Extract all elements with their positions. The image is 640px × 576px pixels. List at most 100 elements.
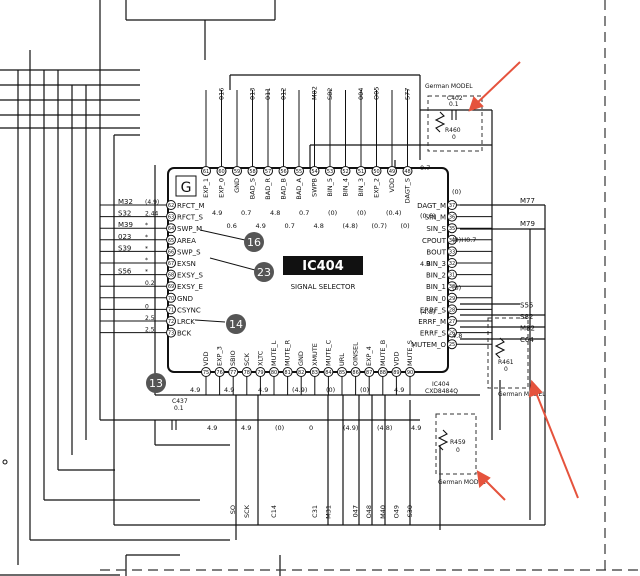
left-pin-net: M39 bbox=[118, 221, 133, 229]
right-pin-pad bbox=[447, 211, 457, 222]
bottom-pin-name: MUTE_C bbox=[324, 339, 332, 366]
top-voltage: (0) bbox=[357, 209, 366, 217]
top-pin-number: 50 bbox=[373, 169, 379, 175]
top-pin-pad bbox=[387, 166, 397, 176]
bottom-pin-pad bbox=[391, 367, 402, 377]
right-pin-number: 32 bbox=[449, 261, 455, 267]
right-pin-number: 37 bbox=[449, 203, 455, 209]
bottom-voltage: 4.9 bbox=[207, 424, 217, 432]
bottom-pin-name: MUTE_L bbox=[270, 340, 278, 366]
top-voltage: 0.7 bbox=[299, 209, 309, 217]
right-pin-pad bbox=[447, 292, 457, 303]
left-pin-voltage: 0.2 bbox=[145, 280, 155, 287]
top-pin-number: 55 bbox=[296, 169, 302, 175]
r461-ref: R461 bbox=[498, 359, 514, 366]
top-pin-pad bbox=[402, 166, 413, 176]
left-pin-pad bbox=[166, 292, 176, 303]
right-voltage: (0) bbox=[452, 188, 461, 196]
top-pin-number: 48 bbox=[404, 169, 410, 175]
top-pin-pad bbox=[201, 166, 211, 176]
top-pin-pad bbox=[247, 166, 258, 176]
chip-title: SIGNAL SELECTOR bbox=[291, 283, 356, 291]
bottom-pin-pad bbox=[296, 367, 307, 377]
top-pin-name: BAD_R bbox=[264, 178, 272, 200]
left-pin-name: SWP_S bbox=[177, 248, 201, 256]
left-pin-name: SWP_M bbox=[177, 225, 202, 233]
right-voltage: 4.9 bbox=[420, 260, 430, 268]
bottom-voltage: 4.9 bbox=[190, 386, 200, 394]
bottom-pin-number: 81 bbox=[284, 370, 290, 376]
bottom-pin-pad bbox=[241, 367, 252, 377]
left-pin-pad bbox=[166, 200, 176, 210]
right-pin-pad bbox=[447, 234, 457, 245]
voltage-labels-right: 0.7(0)(0.6)(0)H0.74.9(0)(4.8)4.8 bbox=[420, 164, 476, 340]
top-voltage: (0.4) bbox=[386, 209, 401, 217]
right-pin-number: 31 bbox=[449, 273, 455, 279]
top-pin-pad bbox=[216, 166, 227, 176]
chip-label: IC404 bbox=[302, 259, 344, 274]
right-pin-pad bbox=[447, 246, 457, 257]
bottom-pin-name: SCK bbox=[243, 352, 251, 366]
bottom-pin-name: XLTC bbox=[256, 350, 264, 366]
bottom-pin-number: 83 bbox=[312, 370, 318, 376]
bottom-pin-number: 78 bbox=[244, 370, 250, 376]
left-pin-voltage: 2.5 bbox=[145, 327, 155, 334]
bottom-pin-name: VDD bbox=[202, 352, 210, 366]
left-pin-name: EXSY_E bbox=[177, 283, 203, 291]
top-pin-name: BIN_3 bbox=[357, 178, 365, 197]
top-pin-group: 61EXP_160EXP_001659GND58BAD_S01357BAD_R0… bbox=[201, 86, 413, 203]
top-pin-number: 61 bbox=[203, 169, 209, 175]
top-pin-net: O05 bbox=[373, 87, 381, 100]
right-pin-name: BIN_2 bbox=[426, 272, 446, 280]
left-pin-voltage: * bbox=[145, 245, 148, 252]
bottom-voltage: (4.8) bbox=[377, 424, 392, 432]
bottom-pin-net: C14 bbox=[270, 505, 278, 518]
left-pin-voltage: (4.9) bbox=[145, 199, 159, 206]
right-pin-pad bbox=[447, 304, 457, 315]
right-pin-net: M79 bbox=[520, 220, 535, 228]
annotation-arrows bbox=[468, 61, 579, 501]
left-pin-number: 65 bbox=[168, 238, 174, 244]
top-pin-name: VDD bbox=[388, 178, 396, 192]
top-pin-pad bbox=[232, 166, 242, 176]
right-pin-number: 35 bbox=[449, 226, 455, 232]
bottom-pin-name: URL bbox=[338, 353, 346, 366]
bottom-voltage: 0 bbox=[309, 424, 313, 432]
badge-13 bbox=[146, 373, 166, 393]
top-pin-name: BAD_S bbox=[249, 178, 257, 199]
right-pin-name: ERRF_M bbox=[418, 318, 446, 326]
bottom-pin-number: 85 bbox=[339, 370, 345, 376]
r460-value: 0 bbox=[452, 134, 456, 141]
top-pin-number: 57 bbox=[265, 169, 271, 175]
top-pin-net: S77 bbox=[404, 88, 412, 100]
top-voltage: 4.9 bbox=[212, 209, 222, 217]
top-pin-name: SWPB bbox=[311, 178, 319, 197]
bottom-pin-number: 86 bbox=[352, 370, 358, 376]
arrow-r461 bbox=[534, 389, 579, 499]
top-pin-name: BAD_B bbox=[280, 178, 288, 200]
terminal-dot bbox=[2, 459, 8, 465]
callout-badges: 16 23 14 13 bbox=[146, 229, 274, 393]
top-pin-number: 58 bbox=[249, 169, 255, 175]
left-pin-net: S39 bbox=[118, 244, 131, 252]
bottom-pin-pad bbox=[269, 367, 279, 377]
top-voltage: (0) bbox=[401, 222, 410, 230]
bottom-pin-net: O49 bbox=[392, 505, 400, 518]
voltage-labels-top: 4.90.60.74.94.80.70.74.8(0)(4.8)(0)(0.7)… bbox=[212, 209, 410, 230]
top-pin-pad bbox=[309, 166, 320, 176]
bottom-pin-net: O48 bbox=[365, 505, 373, 518]
top-pin-pad bbox=[371, 166, 382, 176]
left-pin-pad bbox=[166, 234, 176, 245]
right-pin-number: 34 bbox=[449, 238, 455, 244]
bottom-pin-pad bbox=[364, 367, 375, 377]
top-pin-net: 016 bbox=[218, 88, 226, 100]
bottom-pin-net: SCK bbox=[243, 504, 251, 518]
bottom-pin-net: S30 bbox=[406, 505, 414, 517]
left-pin-pad bbox=[166, 304, 176, 315]
right-voltage: (0.6) bbox=[420, 212, 435, 220]
dashed-frame bbox=[100, 0, 640, 576]
right-pin-pad bbox=[447, 281, 457, 292]
bottom-pin-name: XMUTE bbox=[311, 343, 319, 366]
right-voltage: 4.8 bbox=[452, 332, 462, 340]
